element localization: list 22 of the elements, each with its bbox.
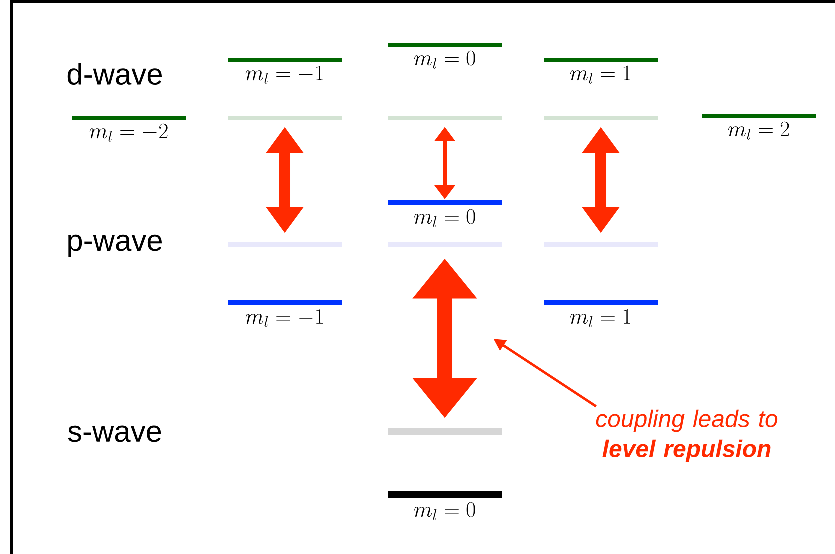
node-label: $m_l = 0$: [414, 502, 476, 520]
row-label: d-wave: [68, 62, 162, 86]
node-label: $m_l = 1$: [570, 66, 630, 84]
energy-level: $m_l = 0$: [388, 492, 502, 520]
node-label: $m_l = -1$: [246, 66, 324, 84]
row-label: s-wave: [68, 426, 162, 442]
node-label: $m_l = -2$: [90, 124, 168, 142]
energy-level: $m_l = 0$: [388, 200, 502, 228]
energy-level: $m_l = -2$: [72, 116, 186, 142]
node-label: $m_l = 0$: [414, 209, 476, 228]
energy-level: $m_l = 1$: [544, 58, 658, 84]
node-label: $m_l = -1$: [246, 309, 324, 328]
node-label: $m_l = 0$: [414, 50, 476, 69]
node-label: $m_l = 2$: [728, 122, 790, 140]
energy-level: $m_l = -1$: [228, 300, 342, 328]
energy-level: $m_l = 0$: [388, 43, 502, 69]
energy-level: $m_l = 1$: [544, 300, 658, 328]
energy-level: $m_l = -1$: [228, 58, 342, 84]
annotation-text: coupling leads to level repulsion: [596, 410, 778, 462]
energy-level: $m_l = 2$: [702, 114, 816, 140]
node-label: $m_l = 1$: [570, 309, 630, 328]
row-label: p-wave: [68, 234, 162, 258]
